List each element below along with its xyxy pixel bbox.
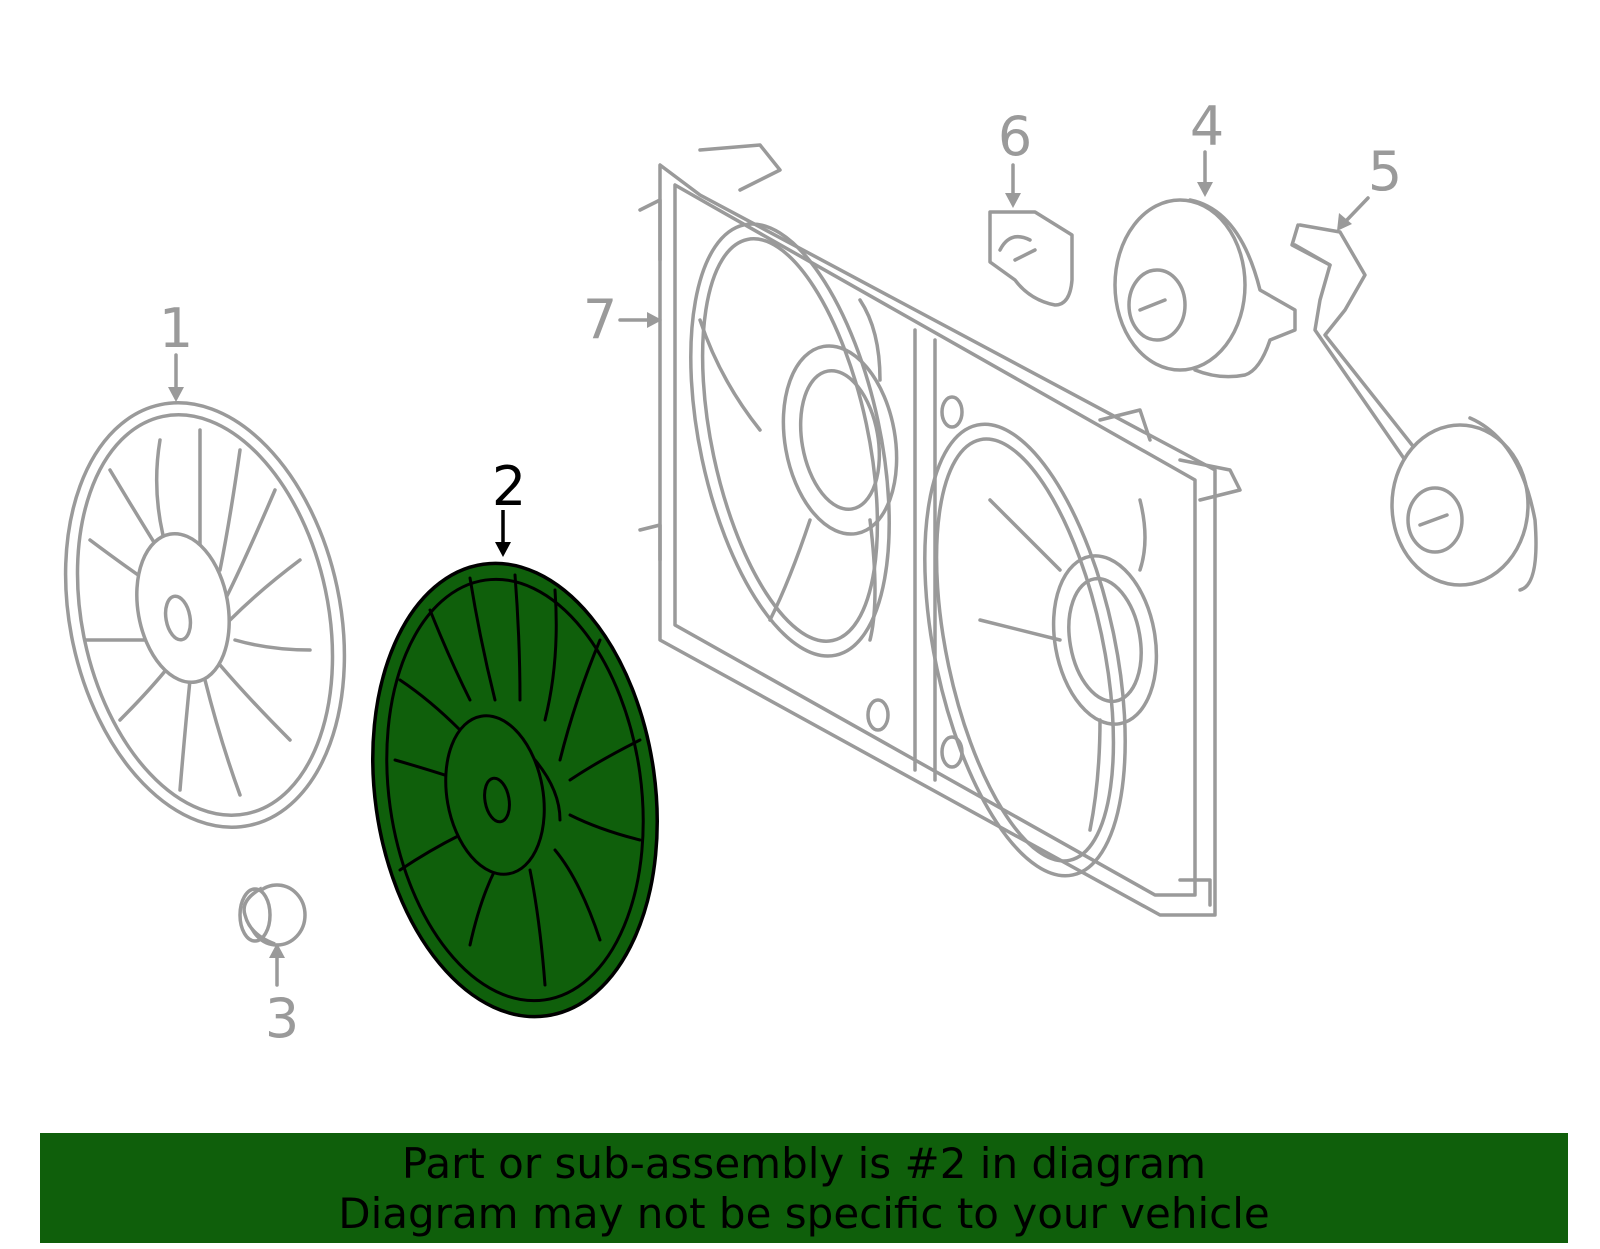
info-banner: Part or sub-assembly is #2 in diagram Di…	[40, 1133, 1568, 1243]
callout-2[interactable]: 2	[492, 455, 526, 518]
callout-1[interactable]: 1	[159, 297, 193, 360]
banner-line-2: Diagram may not be specific to your vehi…	[338, 1189, 1270, 1238]
part-4-motor[interactable]	[1113, 198, 1297, 379]
part-5-motor-harness[interactable]	[1290, 223, 1538, 592]
callout-arrows	[168, 150, 1370, 987]
part-1-fan[interactable]	[28, 377, 382, 854]
part-7-shroud[interactable]	[638, 143, 1242, 917]
banner-line-1: Part or sub-assembly is #2 in diagram	[401, 1139, 1207, 1188]
callout-3[interactable]: 3	[265, 987, 299, 1050]
callout-4[interactable]: 4	[1190, 95, 1224, 158]
part-6-connector[interactable]	[988, 210, 1074, 307]
callout-6[interactable]: 6	[998, 105, 1032, 168]
part-2-fan-highlighted[interactable]	[345, 545, 686, 1036]
callout-7[interactable]: 7	[583, 288, 617, 351]
callout-5[interactable]: 5	[1368, 140, 1402, 203]
part-3-cap[interactable]	[238, 883, 307, 947]
